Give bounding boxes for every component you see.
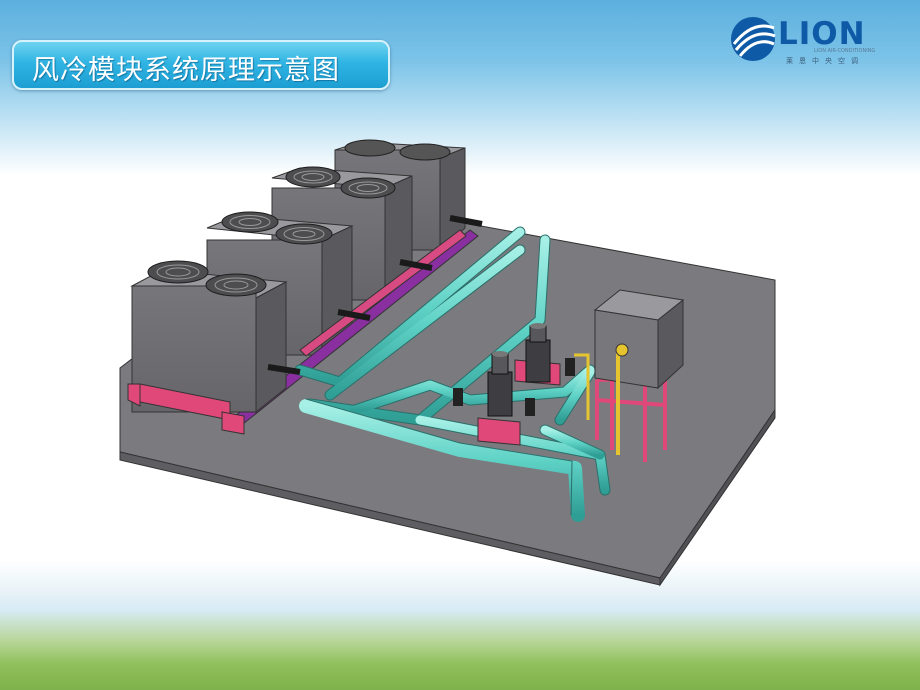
fan-icon — [205, 273, 267, 297]
water-pump — [514, 323, 575, 386]
fan-icon — [221, 211, 279, 233]
fan-icon — [340, 177, 396, 199]
title-banner: 风冷模块系统原理示意图 — [12, 40, 390, 90]
logo-wordmark: LION — [778, 16, 866, 52]
fan-icon — [285, 166, 341, 188]
support-rails — [229, 229, 479, 429]
lion-logo-icon — [731, 17, 776, 61]
logo-tagline: LION AIR-CONDITIONING — [814, 48, 876, 54]
water-pump — [453, 351, 535, 446]
outdoor-unit-1 — [127, 260, 288, 435]
company-logo: LION LION AIR-CONDITIONING 莱恩中央空调 — [728, 14, 893, 70]
page-title: 风冷模块系统原理示意图 — [32, 55, 340, 86]
fan-icon — [275, 223, 333, 245]
fan-icon — [147, 260, 209, 284]
pipe-network — [267, 215, 611, 522]
expansion-tank — [574, 289, 685, 462]
logo-chinese-name: 莱恩中央空调 — [786, 57, 864, 65]
